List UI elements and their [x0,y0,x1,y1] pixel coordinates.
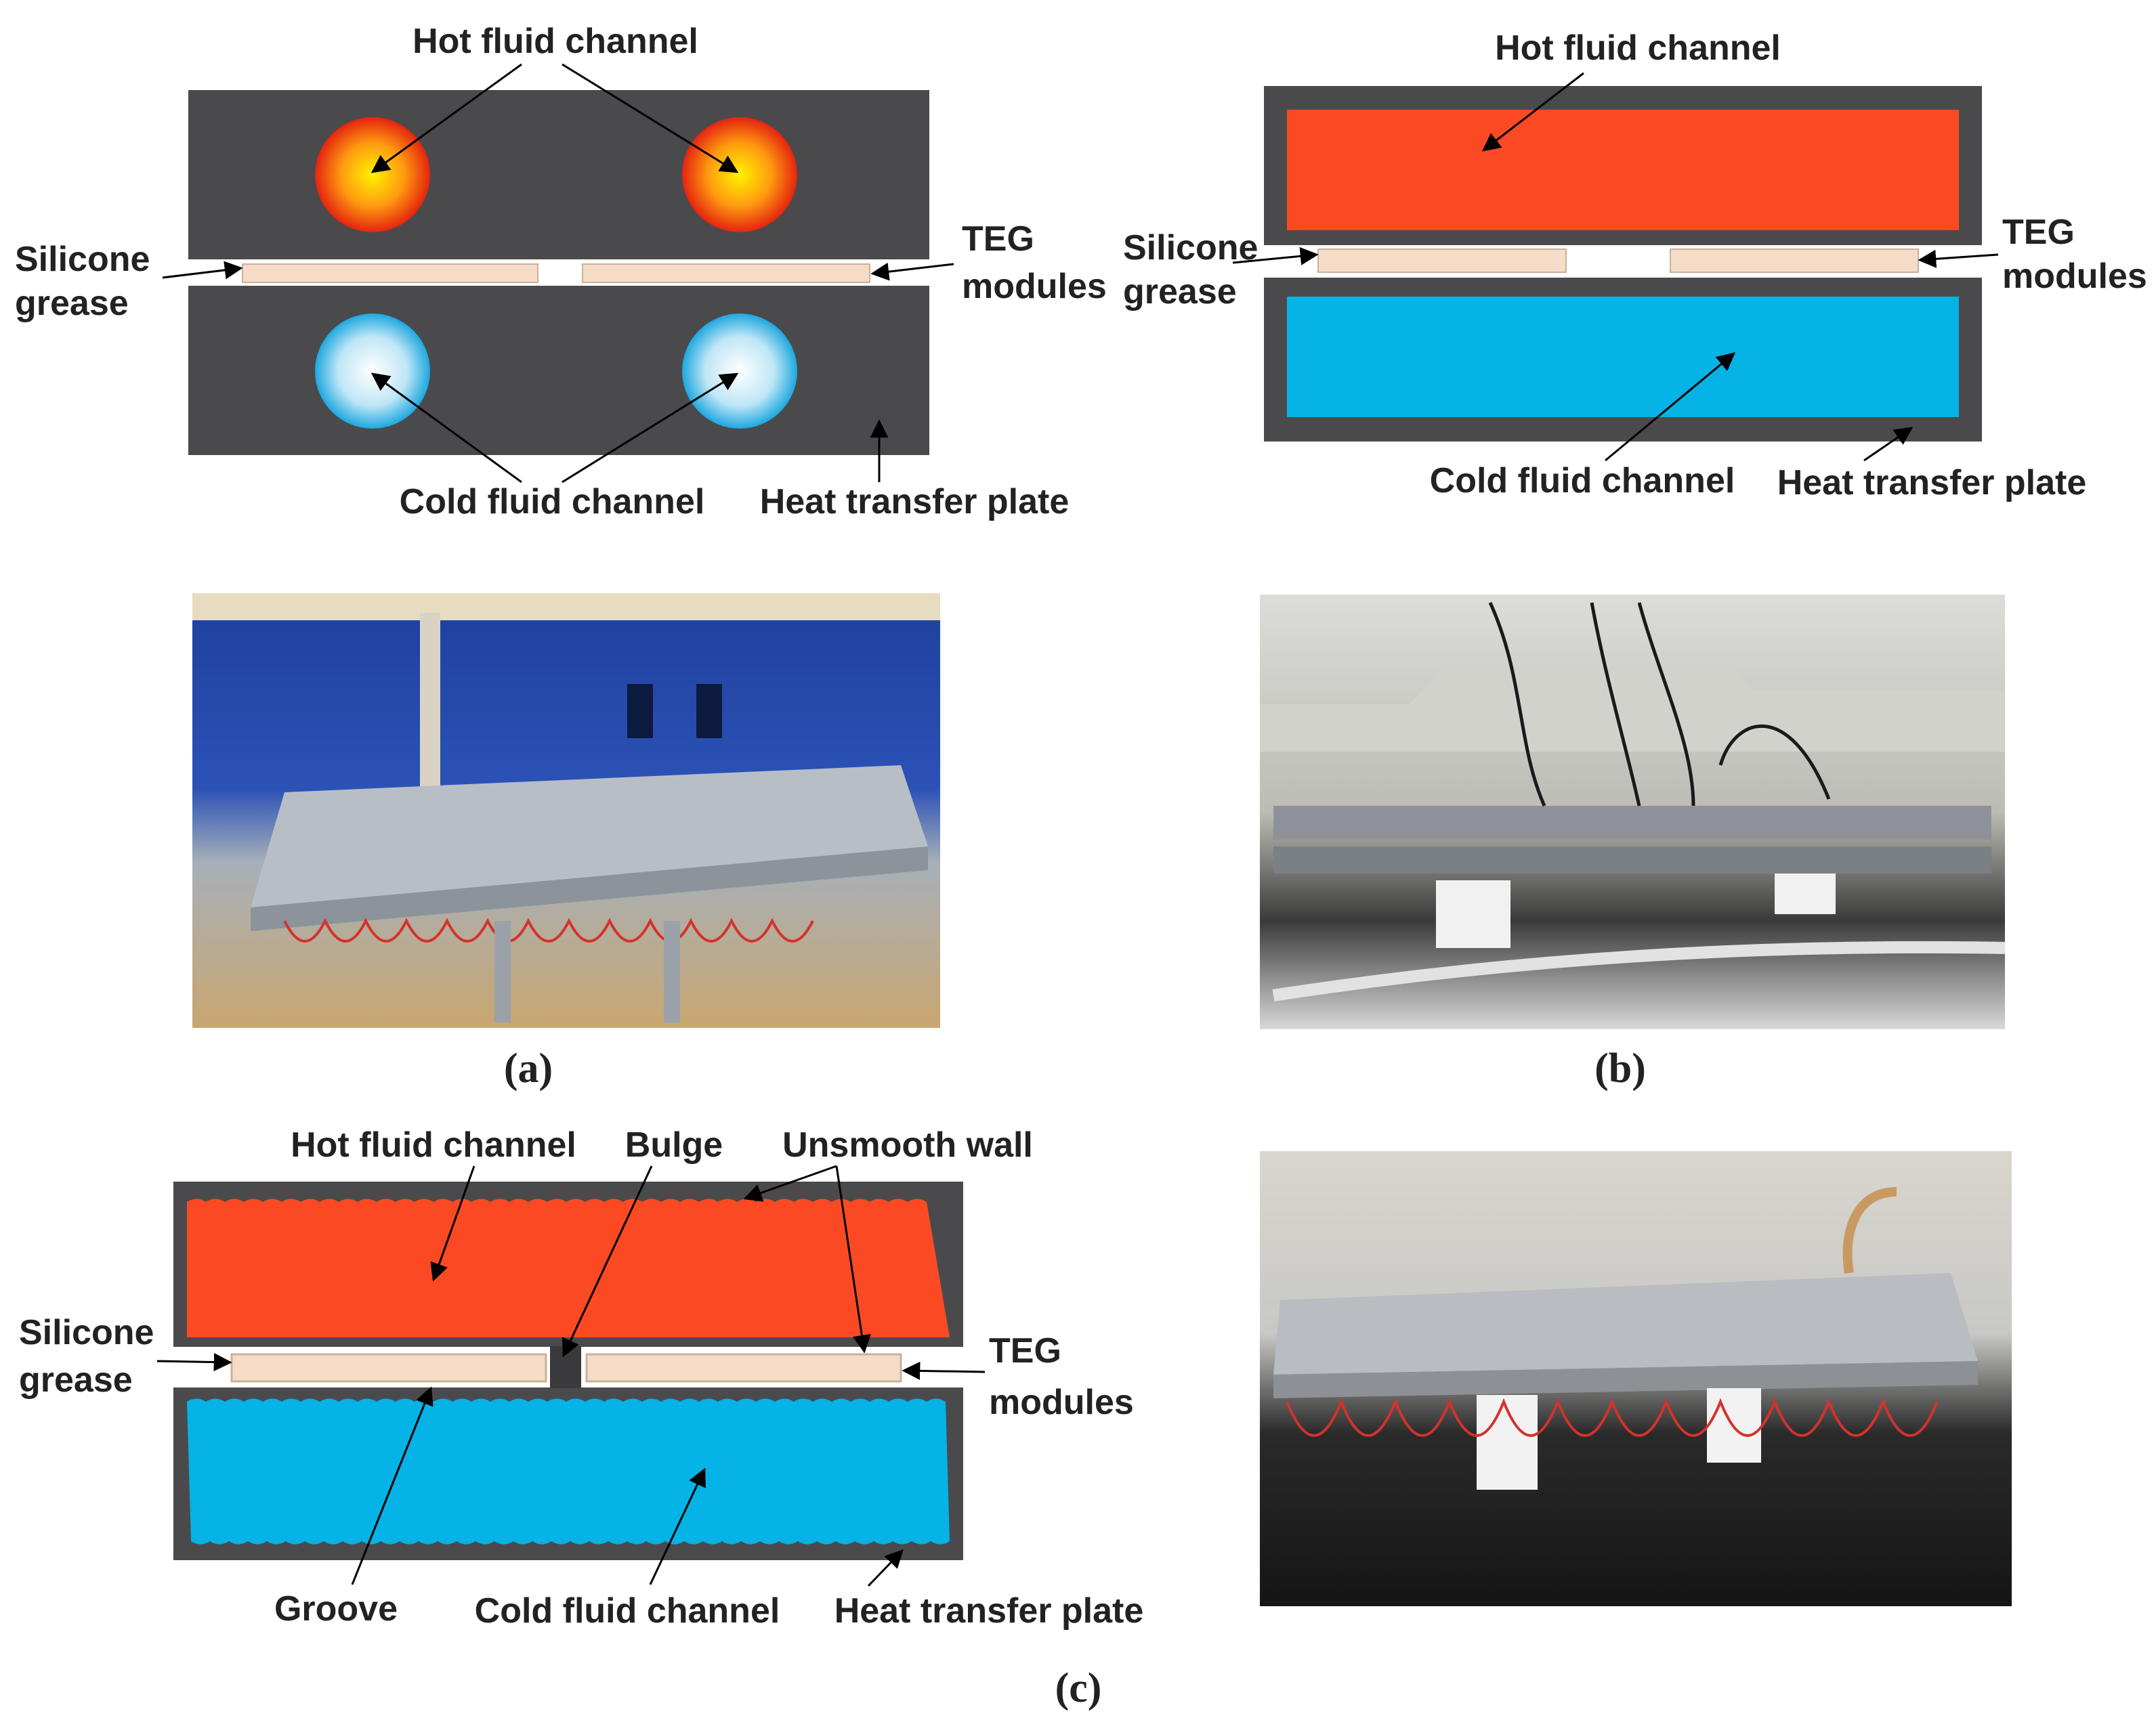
label-grease: grease [19,1360,133,1400]
cold-fluid-channel [187,1398,950,1545]
panel-b-photo [1260,595,2006,1029]
cold-fluid-channel-right [682,314,797,429]
label-heat-transfer-plate: Heat transfer plate [760,482,1070,521]
hot-fluid-channel [187,1199,950,1337]
label-heat-transfer-plate: Heat transfer plate [1777,463,2087,502]
cold-fluid-channel-left [315,314,430,429]
label-teg: TEG [989,1331,1061,1371]
teg-module-left [242,263,538,283]
label-cold-fluid-channel: Cold fluid channel [400,482,705,521]
teg-module-right [1670,249,1919,273]
label-modules: modules [989,1383,1134,1422]
hot-fluid-channel-left [315,117,430,232]
teg-module-left [230,1353,547,1383]
label-hot-fluid-channel: Hot fluid channel [1495,28,1781,68]
label-grease: grease [15,284,129,323]
panel-a-diagram: Hot fluid channel Silicone grease TEG mo… [15,22,1107,521]
label-silicone: Silicone [1123,228,1258,267]
label-teg: TEG [2002,213,2075,252]
teg-module-left [1317,249,1567,273]
label-modules: modules [962,267,1107,306]
heat-transfer-plate-upper [188,90,929,259]
label-bulge: Bulge [625,1125,723,1165]
label-modules: modules [2002,257,2147,296]
caption-a: (a) [504,1046,553,1092]
hot-fluid-channel [1287,110,1959,230]
label-silicone: Silicone [19,1313,154,1352]
label-groove: Groove [274,1589,398,1629]
label-unsmooth-wall: Unsmooth wall [782,1125,1033,1165]
teg-module-right [582,263,870,283]
panel-c-diagram: Hot fluid channel Bulge Unsmooth wall Si… [19,1125,1143,1631]
panel-c-photo [1260,1151,2012,1606]
panel-b-diagram: Hot fluid channel Silicone grease TEG mo… [1123,28,2147,502]
caption-b: (b) [1594,1046,1646,1092]
label-heat-transfer-plate: Heat transfer plate [834,1591,1144,1631]
heat-transfer-plate-lower [188,286,929,455]
teg-module-right [585,1353,902,1383]
label-grease: grease [1123,272,1237,311]
label-hot-fluid-channel: Hot fluid channel [413,22,698,61]
label-teg: TEG [962,219,1034,259]
label-hot-fluid-channel: Hot fluid channel [291,1125,576,1165]
cold-fluid-channel [1287,297,1959,417]
caption-c: (c) [1055,1665,1102,1711]
hot-fluid-channel-right [682,117,797,232]
panel-a-photo [192,593,940,1028]
label-cold-fluid-channel: Cold fluid channel [475,1591,780,1631]
label-cold-fluid-channel: Cold fluid channel [1430,461,1735,500]
label-silicone: Silicone [15,240,150,279]
